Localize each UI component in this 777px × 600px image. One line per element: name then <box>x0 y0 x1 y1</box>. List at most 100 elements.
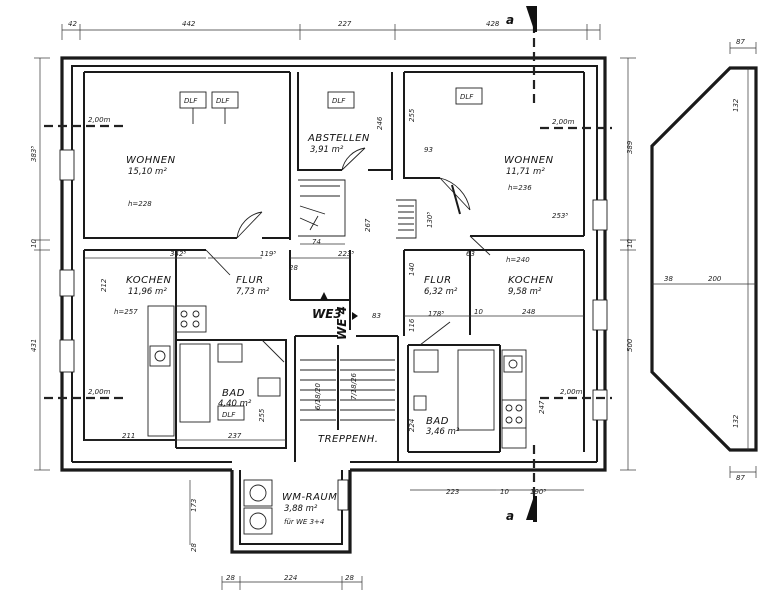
room-wohnen-right-area: 11,71 m² <box>506 167 545 177</box>
room-wohnen-right-name: WOHNEN <box>504 155 554 166</box>
skylight-2: DLF <box>216 97 230 105</box>
stair-count-left: 6/18/20 <box>314 382 322 410</box>
interior-dimensions <box>84 243 584 590</box>
side-dim-87-top: 87 <box>736 38 745 46</box>
left-dimension-chain: 383⁵ 10 431 <box>30 57 50 471</box>
room-wm-raum-name: WM-RAUM <box>282 492 337 503</box>
side-dim-200: 200 <box>708 275 722 283</box>
height-kochen-left: 2,00m <box>88 388 111 396</box>
room-wm-raum-note: für WE 3+4 <box>284 518 324 526</box>
skylight-1: DLF <box>184 97 198 105</box>
dim-wm-173: 173 <box>190 499 198 512</box>
room-kochen-left-area: 11,96 m² <box>128 287 167 297</box>
dim-93: 93 <box>424 146 433 154</box>
dim-right-3: 500 <box>626 338 634 352</box>
room-treppenhaus-name: TREPPENH. <box>318 434 378 445</box>
dim-left-2: 10 <box>30 239 38 248</box>
room-flur-left-name: FLUR <box>236 275 264 286</box>
side-dim-87-bottom: 87 <box>736 474 745 482</box>
side-dim-132-bottom: 132 <box>732 414 740 428</box>
right-dimension-chain: 389 10 500 <box>620 57 636 471</box>
dim-left-1: 383⁵ <box>30 146 38 162</box>
dim-wm-28: 28 <box>190 543 198 552</box>
dim-342: 342⁵ <box>170 250 186 258</box>
unit-we3: WE3 <box>312 307 342 321</box>
height-wohnen-left: 2,00m <box>88 116 111 124</box>
door-swings <box>205 147 491 363</box>
dim-253: 253⁵ <box>552 212 568 220</box>
skylight-4: DLF <box>460 93 474 101</box>
fixtures <box>147 305 527 535</box>
dim-top-4: 428 <box>486 20 500 28</box>
dim-28: 28 <box>289 264 298 272</box>
room-flur-left-area: 7,73 m² <box>236 287 270 297</box>
dim-wm-28c: 28 <box>345 574 354 582</box>
dim-116: 116 <box>408 318 416 332</box>
room-flur-right-area: 6,32 m² <box>424 287 458 297</box>
dim-211: 211 <box>122 432 135 440</box>
section-marker-bottom: a <box>506 509 514 523</box>
side-dim-132-top: 132 <box>732 98 740 112</box>
height-wohnen-right: 2,00m <box>552 118 575 126</box>
dim-130: 130⁵ <box>426 212 434 228</box>
dim-left-3: 431 <box>30 339 38 352</box>
room-abstellen-area: 3,91 m² <box>310 145 344 155</box>
interior-walls <box>83 71 585 462</box>
section-marker-top: a <box>506 13 514 27</box>
room-bad-left-area: 4,40 m² <box>218 399 252 409</box>
room-kochen-right-note: h=240 <box>506 256 530 264</box>
dim-10: 10 <box>474 308 483 316</box>
room-bad-left-name: BAD <box>222 388 245 399</box>
room-kochen-left-name: KOCHEN <box>126 275 171 286</box>
dim-top-1: 42 <box>68 20 77 28</box>
dim-212: 212 <box>100 278 108 292</box>
dim-119: 119⁵ <box>260 250 276 258</box>
room-kochen-right-name: KOCHEN <box>508 275 553 286</box>
room-kochen-right-area: 9,58 m² <box>508 287 542 297</box>
dim-74: 74 <box>312 238 321 246</box>
dim-178: 178⁵ <box>428 310 444 318</box>
top-dimension-chain: 42 442 227 428 <box>61 20 601 40</box>
dim-b-10: 10 <box>500 488 509 496</box>
dim-wm-224: 224 <box>284 574 297 582</box>
stair-count-right: 7/18/26 <box>350 372 358 400</box>
dim-b-223: 223 <box>446 488 459 496</box>
dim-255: 255 <box>408 108 416 122</box>
dim-237: 237 <box>228 432 242 440</box>
skylight-3: DLF <box>332 97 346 105</box>
dim-top-3: 227 <box>338 20 352 28</box>
section-line <box>526 6 537 522</box>
dim-255b: 255 <box>258 408 266 422</box>
height-lines <box>44 124 612 400</box>
dim-83: 83 <box>372 312 381 320</box>
room-wm-raum-area: 3,88 m² <box>284 504 318 514</box>
unit-we4: WE 4 <box>335 306 349 340</box>
dim-140: 140 <box>408 262 416 276</box>
dim-63: 63 <box>466 250 475 258</box>
unit-labels <box>320 292 358 320</box>
skylight-5: DLF <box>222 411 236 419</box>
dim-top-2: 442 <box>182 20 196 28</box>
room-bad-right-name: BAD <box>426 416 449 427</box>
dim-246: 246 <box>376 116 384 130</box>
room-wohnen-left-note: h=228 <box>128 200 152 208</box>
room-wohnen-right-note: h=236 <box>508 184 532 192</box>
skylights <box>179 87 483 421</box>
height-bad-right: 2,00m <box>560 388 583 396</box>
dim-224: 224 <box>408 419 416 432</box>
room-labels: WOHNEN 15,10 m² h=228 ABSTELLEN 3,91 m² … <box>114 133 554 526</box>
side-dim-38: 38 <box>664 275 673 283</box>
dim-right-2: 10 <box>626 239 634 248</box>
room-kochen-left-note: h=257 <box>114 308 138 316</box>
dim-267: 267 <box>364 218 372 232</box>
room-wohnen-left-name: WOHNEN <box>126 155 176 166</box>
stair-treads <box>299 185 414 430</box>
dim-223: 223⁵ <box>338 250 354 258</box>
dim-247: 247 <box>538 400 546 414</box>
dim-wm-28b: 28 <box>226 574 235 582</box>
room-wohnen-left-area: 15,10 m² <box>128 167 167 177</box>
side-section-profile <box>650 42 758 478</box>
room-flur-right-name: FLUR <box>424 275 452 286</box>
dim-248: 248 <box>522 308 536 316</box>
